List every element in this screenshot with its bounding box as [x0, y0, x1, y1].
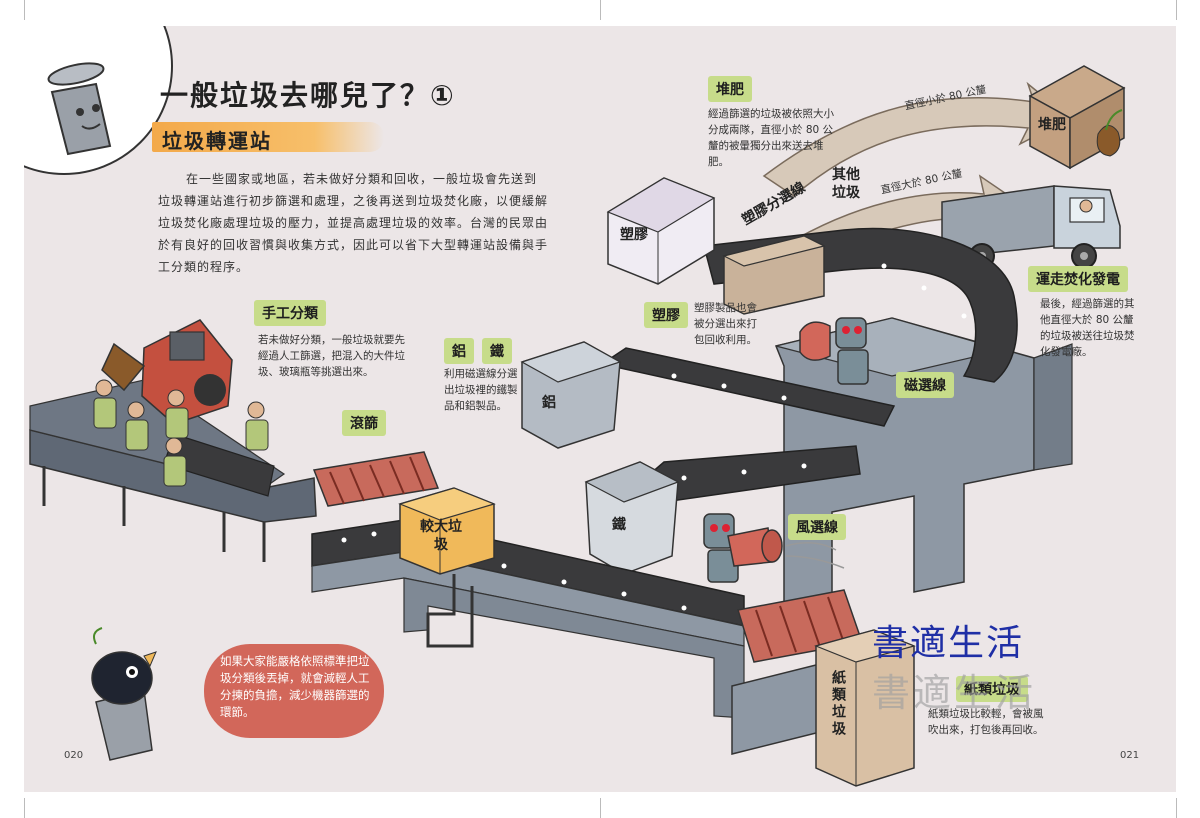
trash-bits: [341, 263, 967, 611]
watermark-gray: 書適生活: [872, 671, 1037, 715]
incinerate-tag: 運走焚化發電: [1028, 266, 1128, 292]
roller-screen: [312, 451, 440, 507]
tip-text: 如果大家能嚴格依照標準把垃圾分類後丟掉，就會減輕人工分揀的負擔，減少機器篩選的環…: [220, 654, 370, 719]
compost-tag: 堆肥: [708, 76, 752, 102]
aluminum-tag: 鋁: [444, 338, 474, 364]
compost-box: [1028, 65, 1126, 170]
aluminum-conveyor-belt: [600, 347, 896, 427]
plastic-bin: [606, 177, 716, 285]
metal-sorting-desc: 利用磁選線分選出垃圾裡的鐵製品和鋁製品。: [444, 368, 518, 412]
manual-sorting-desc: 若未做好分類，一般垃圾就要先經過人工篩選，把混入的大件垃圾、玻璃瓶等挑選出來。: [258, 334, 405, 378]
magnetic-line-tag: 磁選線: [896, 372, 954, 398]
incinerate-desc: 最後，經過篩選的其他直徑大於 80 公釐的垃圾被送往垃圾焚化發電廠。: [1040, 298, 1135, 358]
magnet-robot: [799, 317, 869, 385]
iron-tag: 鐵: [482, 338, 512, 364]
plastic-tag: 塑膠: [644, 302, 688, 328]
conveyor-trough: [403, 577, 745, 719]
crop-mark: [1176, 798, 1177, 818]
crop-mark: [1176, 0, 1177, 20]
intro-paragraph: 在一些國家或地區，若未做好分類和回收，一般垃圾會先送到垃圾轉運站進行初步篩選和處…: [158, 172, 549, 274]
wind-line-tag: 風選線: [788, 514, 846, 540]
iron-bin-label: 鐵: [612, 517, 626, 533]
plastic-bin-label: 塑膠: [620, 227, 648, 243]
magnetic-separator-frame: [774, 317, 1073, 621]
workers: [93, 379, 269, 487]
aluminum-bin: [520, 341, 622, 449]
iron-bin: [584, 461, 680, 575]
paper-waste-tag: 紙類垃圾: [956, 676, 1028, 702]
sorting-facility-illustration: [24, 26, 1126, 787]
page-subtitle: 垃圾轉運站: [162, 129, 272, 153]
book-spread: 一般垃圾去哪兒了？① 垃圾轉運站 在一些國家或地區，若未做好分類和回收，一般垃圾…: [24, 26, 1176, 792]
crop-mark: [600, 0, 601, 20]
paper-waste-box: [814, 629, 916, 787]
compost-box-label: 堆肥: [1038, 117, 1066, 133]
manual-sorting-tag: 手工分類: [254, 300, 326, 326]
large-waste-box: [398, 487, 496, 648]
crop-mark: [24, 0, 25, 20]
tip-speech-bubble: [204, 644, 384, 738]
page-title: 一般垃圾去哪兒了？①: [160, 79, 456, 112]
compost-desc: 經過篩選的垃圾被依照大小分成兩隊，直徑小於 80 公釐的被暈獨分出來送去堆肥。: [708, 108, 834, 168]
plastic-sorting-box: [722, 235, 826, 315]
roller-screen-tag: 滾篩: [342, 410, 386, 436]
large-waste-label: 較大垃圾: [420, 519, 462, 553]
trash-can-mascot-icon: [47, 62, 112, 156]
red-excavator: [101, 319, 233, 425]
subtitle-band: [152, 122, 384, 152]
other-waste-label: 其他垃圾: [832, 167, 860, 201]
bird-mascot-icon: [91, 627, 157, 761]
page-number-left: 020: [64, 750, 84, 761]
plastic-desc: 塑膠製品也會被分選出來打包回收利用。: [694, 302, 757, 346]
aluminum-bin-label: 鋁: [542, 395, 556, 411]
page-number-right: 021: [1120, 750, 1140, 761]
crop-mark: [600, 798, 601, 818]
crop-mark: [24, 798, 25, 818]
paper-box-label: 紙類垃圾: [830, 670, 846, 738]
paper-waste-desc: 紙類垃圾比較輕，會被風吹出來，打包後再回收。: [928, 708, 1044, 736]
watermark-blue: 書適生活: [872, 623, 1025, 664]
